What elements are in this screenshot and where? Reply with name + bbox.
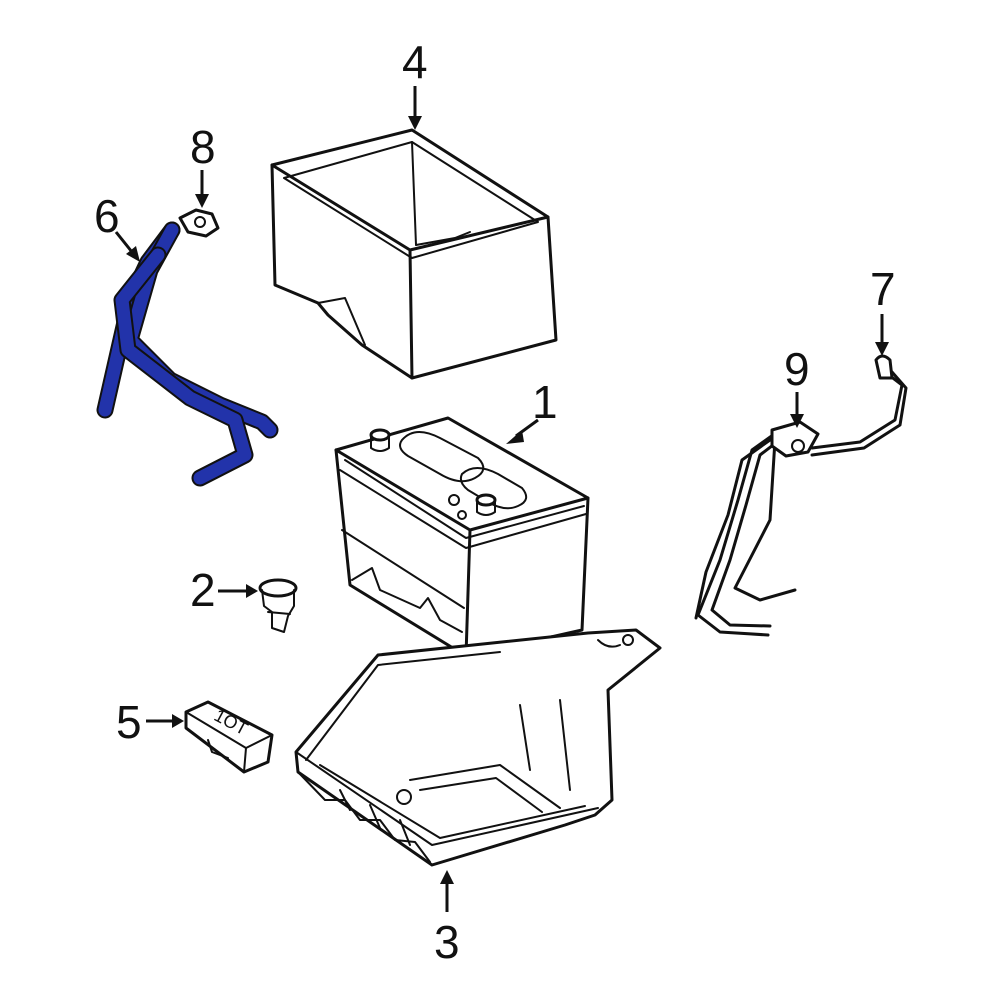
callout-label-3: 3 <box>434 916 460 968</box>
callout-6: 6 <box>94 190 140 262</box>
callout-1: 1 <box>506 376 558 444</box>
callout-2: 2 <box>190 564 258 616</box>
cable-terminal-6 <box>178 208 220 238</box>
callout-label-9: 9 <box>784 343 810 395</box>
hold-down-block: 1OT <box>184 700 274 774</box>
callout-label-8: 8 <box>190 121 216 173</box>
callout-3: 3 <box>434 870 460 968</box>
callout-5: 5 <box>116 696 184 748</box>
callout-label-4: 4 <box>402 36 428 88</box>
callout-label-7: 7 <box>870 263 896 315</box>
callout-label-6: 6 <box>94 190 120 242</box>
callout-9: 9 <box>784 343 810 428</box>
callout-label-5: 5 <box>116 696 142 748</box>
callout-4: 4 <box>402 36 428 130</box>
negative-cable <box>694 354 908 637</box>
callout-7: 7 <box>870 263 896 356</box>
battery-cover <box>270 128 558 380</box>
battery-tray <box>294 628 662 867</box>
callout-8: 8 <box>190 121 216 208</box>
callout-label-1: 1 <box>532 376 558 428</box>
cable-terminal-7 <box>874 354 894 380</box>
callout-label-2: 2 <box>190 564 216 616</box>
push-pin-clip <box>258 578 298 633</box>
positive-cable-highlighted <box>96 208 279 487</box>
battery <box>334 416 590 658</box>
